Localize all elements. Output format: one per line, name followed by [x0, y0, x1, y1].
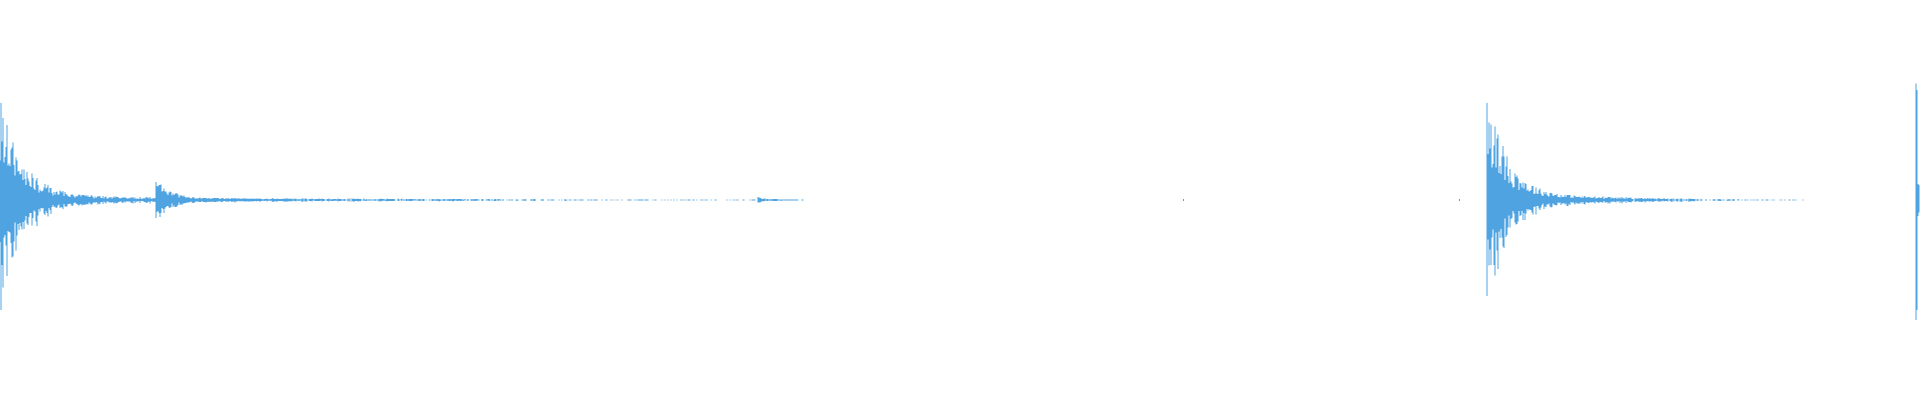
waveform-samples	[0, 83, 1920, 320]
waveform-signal	[0, 83, 1920, 320]
waveform-sample-dot	[1459, 199, 1460, 201]
waveform-sample-dot	[1183, 199, 1184, 201]
